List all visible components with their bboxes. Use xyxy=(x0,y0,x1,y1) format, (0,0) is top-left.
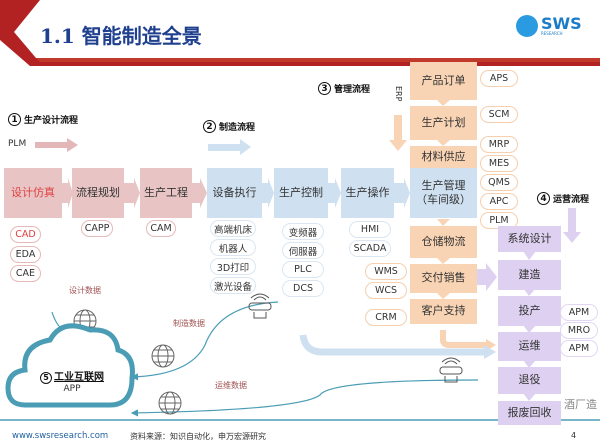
box-commissioning: 投产 xyxy=(498,296,561,326)
box-customer-support: 客户支持 xyxy=(410,299,477,324)
section-label: 运营流程 xyxy=(553,195,590,205)
pill-3d-printing: 3D打印 xyxy=(210,258,256,275)
pill-robot: 机器人 xyxy=(210,239,256,256)
erp-label: ERP xyxy=(394,86,403,102)
cloud-title: 工业互联网 xyxy=(54,372,104,383)
box-production-control: 生产控制 xyxy=(274,168,328,218)
manufacturing-data-label: 制造数据 xyxy=(173,319,205,328)
pill-capp: CAPP xyxy=(81,220,113,237)
box-warehousing-logistics: 仓储物流 xyxy=(410,226,477,258)
watermark: 酒厂造 xyxy=(564,398,597,411)
operations-data-label: 运维数据 xyxy=(215,381,247,390)
vertical-arrows-purple xyxy=(523,251,536,401)
pill-hmi: HMI xyxy=(349,221,391,238)
pill-wcs: WCS xyxy=(365,282,407,299)
box-production-engineering: 生产工程 xyxy=(140,168,192,218)
box-production-plan: 生产计划 xyxy=(410,106,477,140)
sales-to-build-arrow xyxy=(477,263,497,291)
box-product-order: 产品订单 xyxy=(410,62,477,100)
globe-icon xyxy=(158,391,182,415)
vertical-arrows-orange xyxy=(437,100,450,299)
box-production-operation: 生产操作 xyxy=(341,168,394,218)
pill-plc: PLC xyxy=(282,261,324,278)
erp-arrow xyxy=(389,115,407,151)
pill-scm: SCM xyxy=(480,106,518,123)
row-arrows-red xyxy=(62,178,207,208)
pill-laser-equipment: 激光设备 xyxy=(210,277,256,294)
row-arrows-blue xyxy=(262,178,410,208)
design-data-label: 设计数据 xyxy=(69,286,101,295)
ops-arrow xyxy=(563,208,581,243)
logo-text: SWS xyxy=(541,14,582,33)
cloud-subtitle: APP xyxy=(63,384,81,394)
pill-servo: 伺服器 xyxy=(282,242,324,259)
pill-mes: MES xyxy=(480,155,518,172)
footer-source: 资料来源：知识自动化，申万宏源研究 xyxy=(130,432,266,441)
manufacturing-data-line xyxy=(130,301,279,381)
header-banner xyxy=(0,0,600,66)
pill-mro: MRO xyxy=(560,322,598,339)
plm-label: PLM xyxy=(8,139,27,149)
page-title: 1.1 智能制造全景 xyxy=(40,24,202,48)
section-number: 2 xyxy=(203,120,216,133)
pill-plm: PLM xyxy=(480,212,518,229)
section-label: 制造流程 xyxy=(219,123,256,133)
logo-subtext: RESEARCH xyxy=(541,31,563,36)
box-maintenance: 运维 xyxy=(498,332,561,361)
router-icon xyxy=(248,293,272,319)
pill-apm: APM xyxy=(560,304,598,321)
globe-icon xyxy=(151,344,175,368)
manufacturing-arrow xyxy=(208,139,251,155)
pill-aps: APS xyxy=(480,70,518,87)
box-delivery-sales: 交付销售 xyxy=(410,264,477,293)
pill-wms: WMS xyxy=(365,263,407,280)
manufacturing-to-maintenance-arrow xyxy=(299,334,484,356)
section-label: 管理流程 xyxy=(334,85,371,95)
pill-cae: CAE xyxy=(10,265,41,282)
box-scrap-recycling: 报废回收 xyxy=(498,401,561,425)
box-production-management: 生产管理 （车间级） xyxy=(410,168,477,218)
box-process-planning: 流程规划 xyxy=(72,168,124,218)
page-number: 4 xyxy=(571,431,577,440)
logo-icon xyxy=(516,15,538,37)
box-construction: 建造 xyxy=(498,260,561,290)
support-to-maintenance-arrow xyxy=(440,330,486,348)
box-decommission: 退役 xyxy=(498,367,561,394)
pill-cnc-machine: 高端机床 xyxy=(210,220,256,237)
pill-inverter: 变频器 xyxy=(282,223,324,240)
sws-logo: SWS RESEARCH xyxy=(516,15,582,37)
pill-dcs: DCS xyxy=(282,280,324,297)
box-equipment-execution: 设备执行 xyxy=(207,168,262,218)
section-number: 3 xyxy=(318,82,331,95)
box-material-supply: 材料供应 xyxy=(410,146,477,168)
section-number: 5 xyxy=(40,372,52,384)
pill-apc: APC xyxy=(480,193,518,210)
pill-apm-2: APM xyxy=(560,340,598,357)
cloud-shape xyxy=(5,323,135,408)
pill-crm: CRM xyxy=(365,309,407,326)
section-number: 4 xyxy=(537,192,550,205)
operations-data-line xyxy=(130,379,479,417)
pill-qms: QMS xyxy=(480,174,518,191)
pill-scada: SCADA xyxy=(349,240,391,257)
box-design-simulation: 设计仿真 xyxy=(4,168,62,218)
pill-cad: CAD xyxy=(10,226,41,243)
pill-eda: EDA xyxy=(10,246,41,263)
footer-url[interactable]: www.swsresearch.com xyxy=(12,431,109,441)
pill-mrp: MRP xyxy=(480,136,518,153)
pill-cam: CAM xyxy=(146,220,176,237)
section-number: 1 xyxy=(8,113,21,126)
box-system-design: 系统设计 xyxy=(498,226,561,252)
section-label: 生产设计流程 xyxy=(24,116,79,126)
plm-arrow xyxy=(35,138,78,152)
router-icon xyxy=(439,357,463,383)
